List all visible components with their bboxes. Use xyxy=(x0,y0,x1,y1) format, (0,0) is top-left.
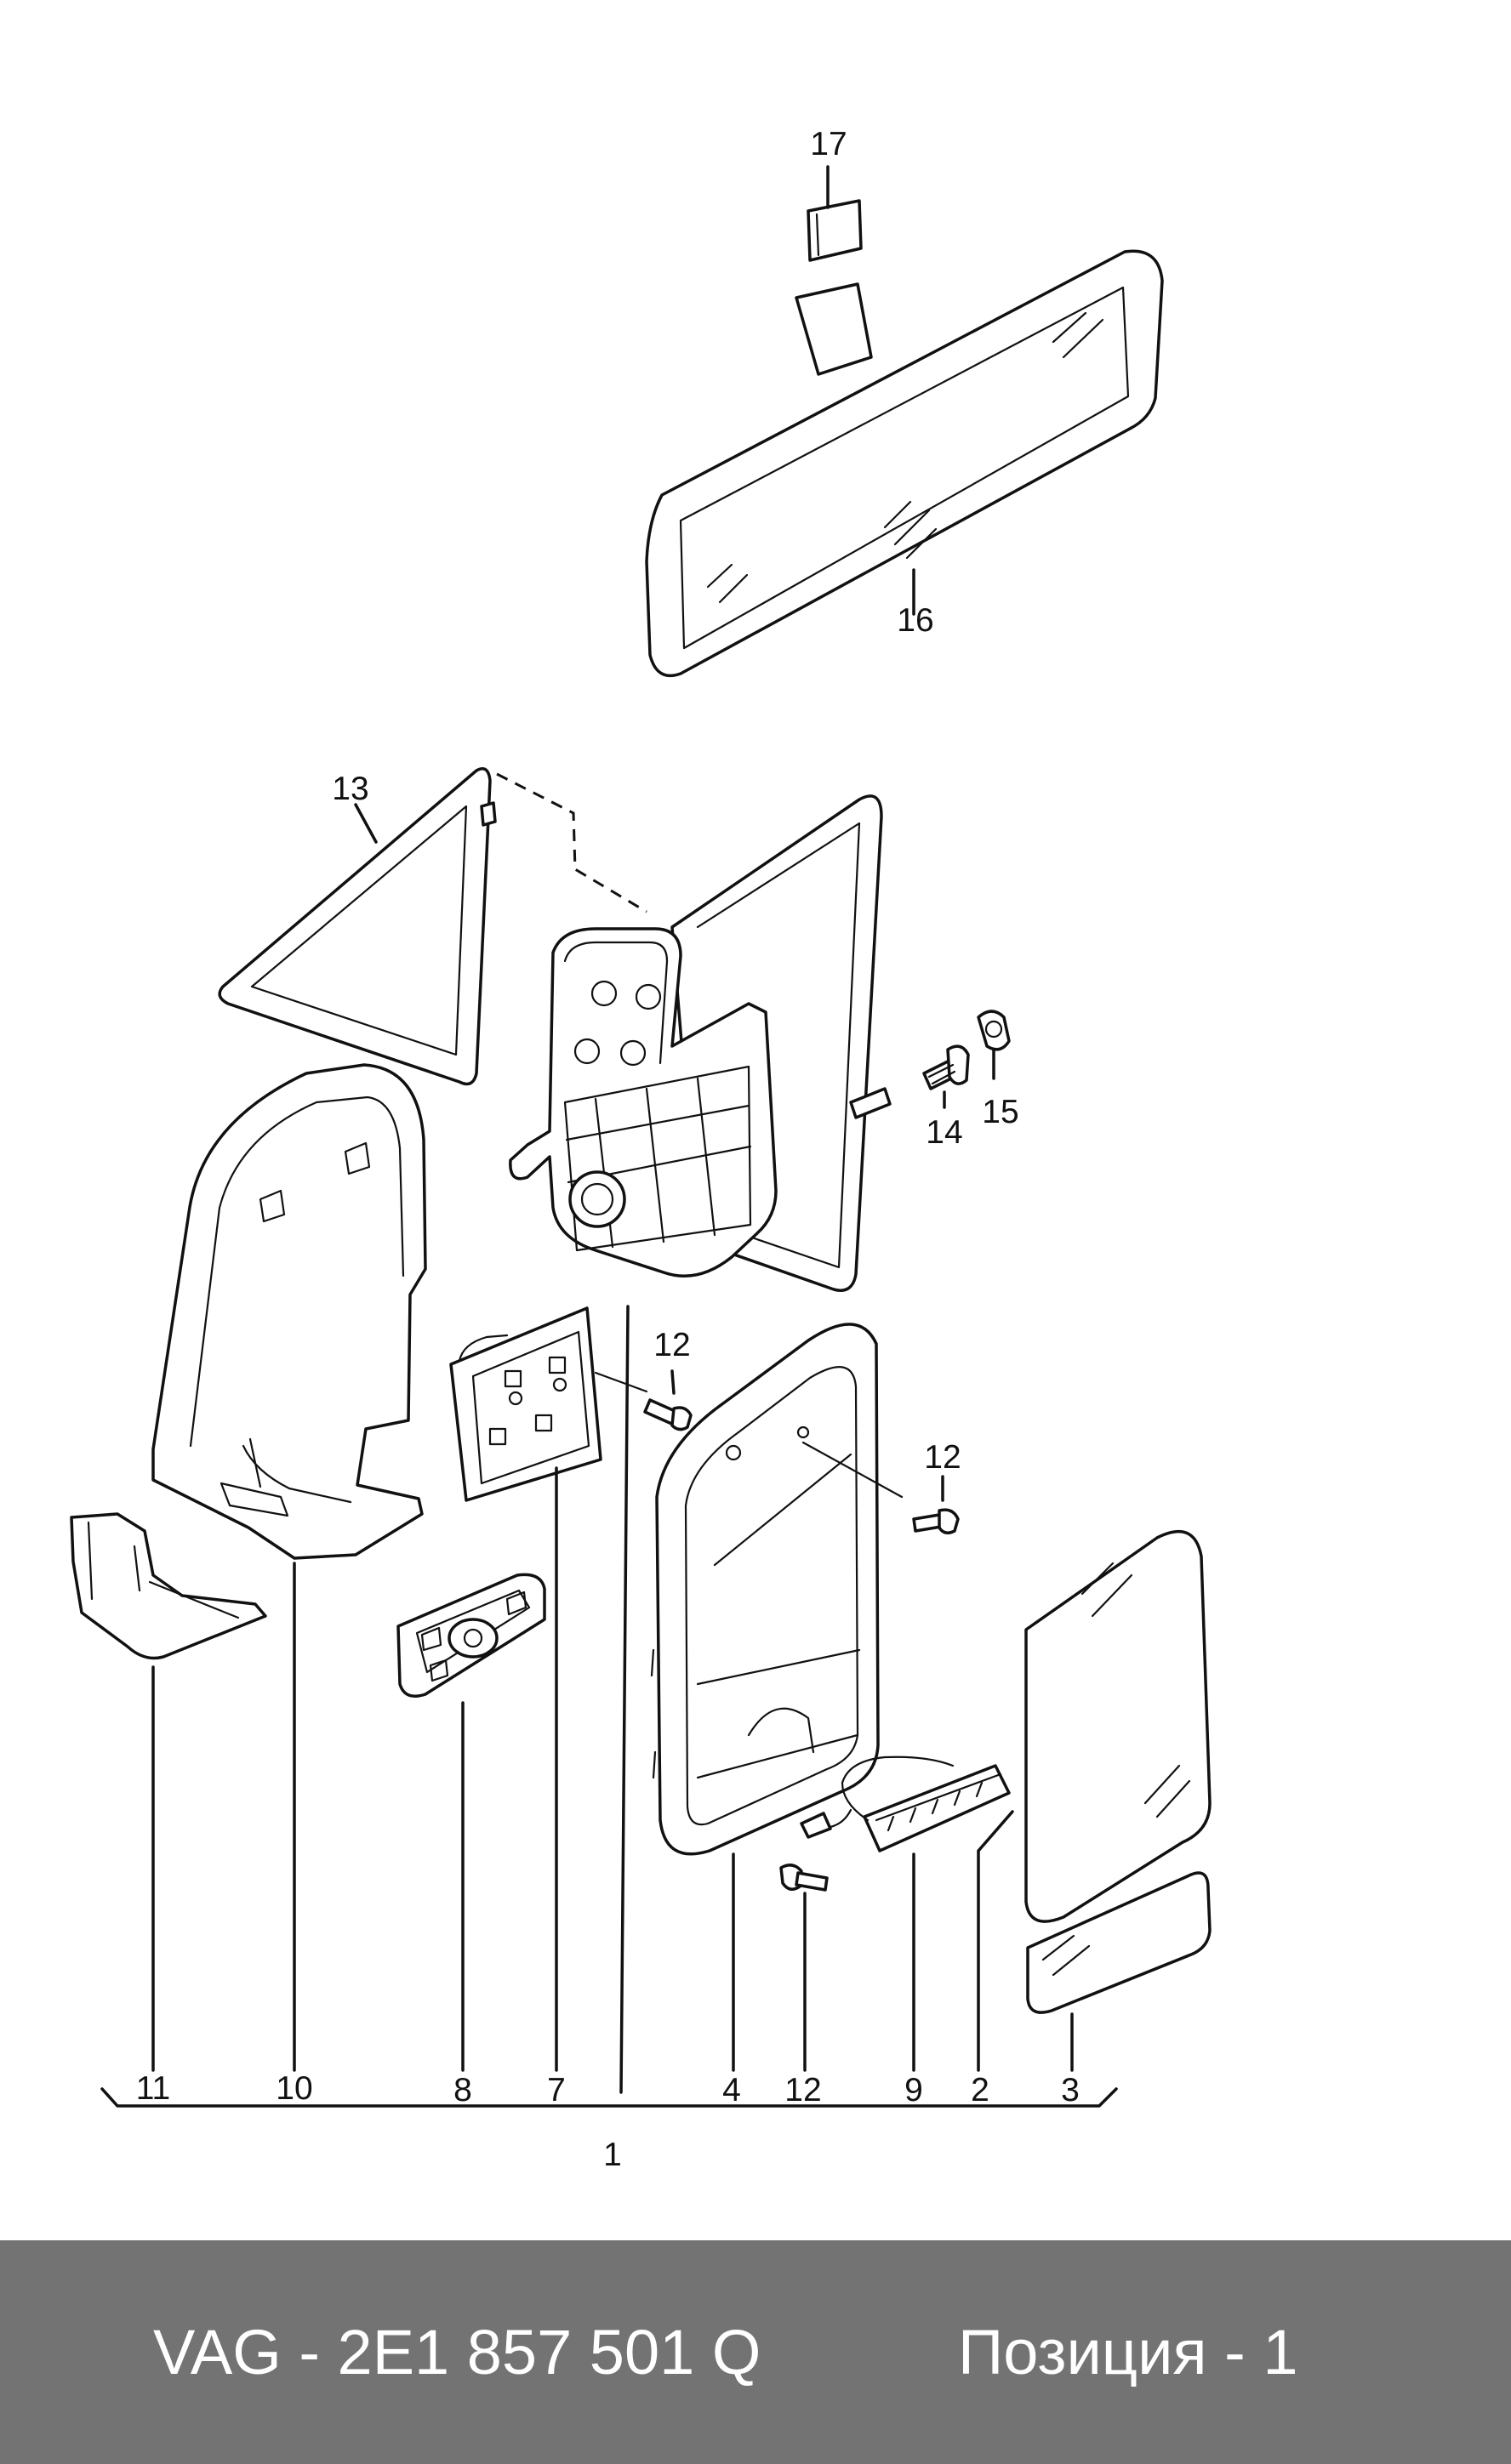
footer-bar: VAG - 2E1 857 501 Q Позиция - 1 xyxy=(0,2240,1511,2464)
callout-9: 9 xyxy=(904,2072,923,2108)
callout-14: 14 xyxy=(926,1114,962,1151)
callout-8: 8 xyxy=(453,2072,472,2108)
part-11-lower-cover xyxy=(70,1512,267,1660)
part-10-housing-shell xyxy=(151,1063,427,1560)
part-12a-screw xyxy=(594,1371,693,1431)
callout-17: 17 xyxy=(810,126,847,162)
callout-12-upper: 12 xyxy=(653,1327,690,1363)
part-13-triangle-cover xyxy=(218,767,497,1086)
position-text: Позиция - 1 xyxy=(958,2317,1298,2387)
callout-3: 3 xyxy=(1061,2072,1080,2108)
part-17-cover-cap xyxy=(807,199,863,262)
part-14-screw xyxy=(922,1044,970,1090)
part-4-glass-frame xyxy=(650,1323,880,1856)
part-3-lower-glass xyxy=(1026,1871,1212,2014)
part-9-light-strip xyxy=(800,1756,1011,1852)
part-12c-screw xyxy=(779,1864,829,1892)
part-16-interior-mirror xyxy=(645,249,1164,678)
callout-13: 13 xyxy=(332,771,368,807)
callout-11: 11 xyxy=(136,2070,171,2107)
part-1-mirror-housing xyxy=(509,794,892,1292)
part-7-adjust-motor xyxy=(449,1306,602,1502)
leader-lines xyxy=(100,165,1118,2108)
part-2-mirror-glass xyxy=(1024,1529,1212,1923)
callout-12-middle: 12 xyxy=(924,1439,961,1476)
callout-15: 15 xyxy=(982,1094,1018,1130)
callout-4: 4 xyxy=(722,2072,741,2108)
callout-7: 7 xyxy=(547,2072,566,2108)
callout-labels: 17 16 13 14 15 12 12 11 10 8 7 4 12 9 2 … xyxy=(136,126,1080,2173)
callout-16: 16 xyxy=(897,602,933,639)
callout-1: 1 xyxy=(603,2137,622,2173)
part-12b-screw xyxy=(801,1441,960,1534)
part-number-text: VAG - 2E1 857 501 Q xyxy=(153,2317,761,2387)
callout-12-lower: 12 xyxy=(784,2072,821,2108)
exploded-parts-diagram: 17 16 13 14 15 12 12 11 10 8 7 4 12 9 2 … xyxy=(70,126,1212,2173)
part-15-clip xyxy=(977,1010,1011,1051)
callout-10: 10 xyxy=(276,2070,312,2107)
part-8-carrier-pad xyxy=(396,1573,546,1698)
callout-2: 2 xyxy=(971,2072,989,2108)
